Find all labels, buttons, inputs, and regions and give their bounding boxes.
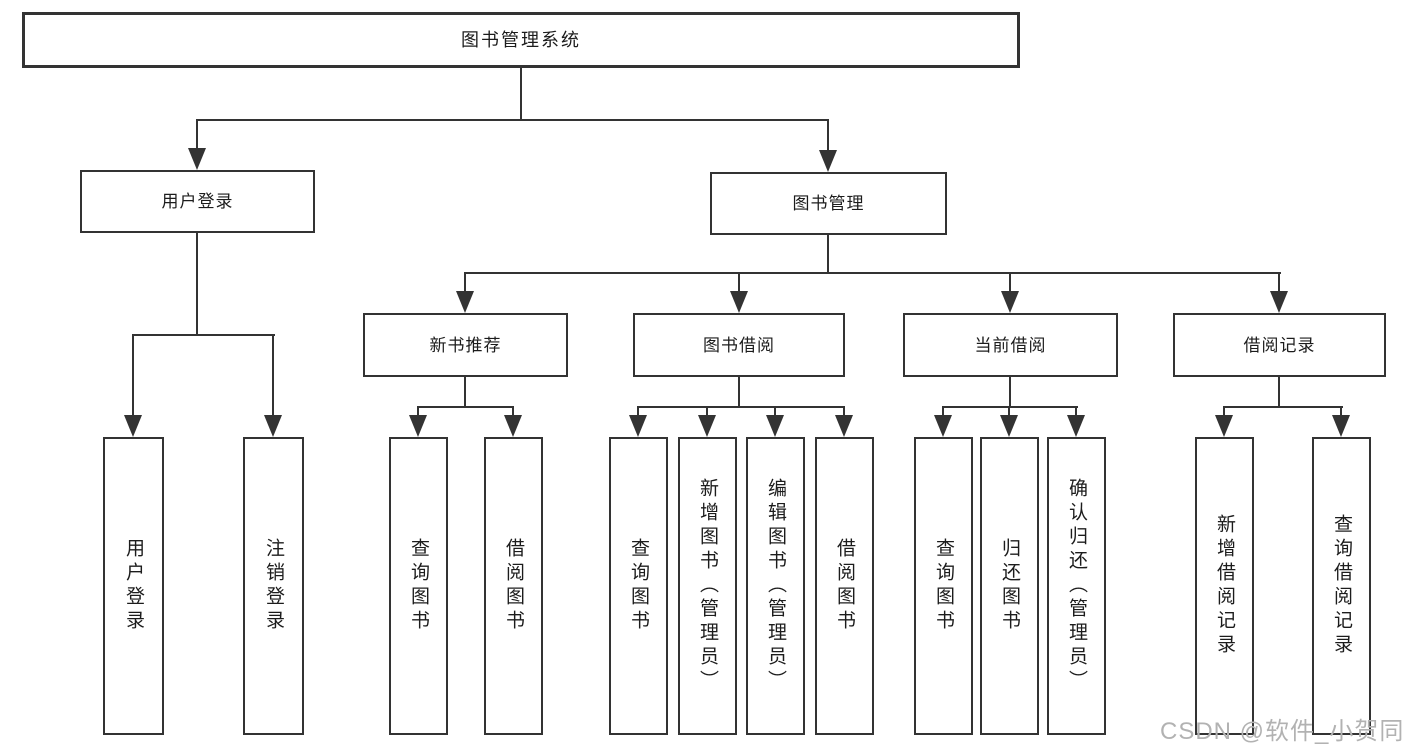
connector-drop-user-login [196, 119, 198, 152]
node-book-mgmt-group: 图书管理 [710, 172, 947, 235]
node-leaf-cb-query: 查询图书 [914, 437, 973, 735]
node-leaf-bb-borrow: 借阅图书 [815, 437, 874, 735]
connector-drop-bb-query [637, 406, 639, 419]
arrowhead-bb-query [629, 415, 647, 437]
connector-level2-bar [196, 119, 829, 121]
arrowhead-current-borrow [1001, 291, 1019, 313]
arrowhead-book-mgmt [819, 150, 837, 172]
arrowhead-leaf-login [124, 415, 142, 437]
connector-drop-new-book [464, 272, 466, 293]
connector-borrow-records-trunk [1278, 375, 1280, 408]
connector-drop-br-query [1340, 406, 1342, 419]
connector-drop-cb-confirm [1075, 406, 1077, 419]
connector-drop-bb-borrow [843, 406, 845, 419]
node-book-borrow-group: 图书借阅 [633, 313, 845, 377]
arrowhead-nb-borrow [504, 415, 522, 437]
connector-borrow-records-bar [1223, 406, 1343, 408]
connector-drop-bb-add [706, 406, 708, 419]
connector-book-mgmt-trunk [827, 233, 829, 274]
arrowhead-book-borrow [730, 291, 748, 313]
node-leaf-br-query: 查询借阅记录 [1312, 437, 1371, 735]
connector-drop-br-add [1223, 406, 1225, 419]
node-leaf-bb-add: 新增图书（管理员） [678, 437, 737, 735]
node-leaf-nb-borrow: 借阅图书 [484, 437, 543, 735]
arrowhead-br-add [1215, 415, 1233, 437]
arrowhead-nb-query [409, 415, 427, 437]
connector-drop-book-borrow [738, 272, 740, 293]
node-current-borrow-group: 当前借阅 [903, 313, 1118, 377]
node-leaf-logout: 注销登录 [243, 437, 304, 735]
node-leaf-bb-query: 查询图书 [609, 437, 668, 735]
arrowhead-borrow-records [1270, 291, 1288, 313]
connector-drop-book-mgmt [827, 119, 829, 152]
connector-drop-leaf-login [132, 334, 134, 419]
arrowhead-new-book [456, 291, 474, 313]
node-leaf-user-login: 用户登录 [103, 437, 164, 735]
connector-root-trunk [520, 66, 522, 121]
connector-current-borrow-bar [942, 406, 1078, 408]
node-root: 图书管理系统 [22, 12, 1020, 68]
arrowhead-cb-confirm [1067, 415, 1085, 437]
node-leaf-cb-confirm: 确认归还（管理员） [1047, 437, 1106, 735]
node-leaf-nb-query: 查询图书 [389, 437, 448, 735]
connector-drop-cb-query [942, 406, 944, 419]
arrowhead-bb-borrow [835, 415, 853, 437]
node-leaf-br-add: 新增借阅记录 [1195, 437, 1254, 735]
connector-groups-bar [464, 272, 1281, 274]
connector-drop-bb-edit [774, 406, 776, 419]
connector-new-book-trunk [464, 375, 466, 408]
connector-user-login-trunk [196, 231, 198, 336]
arrowhead-cb-return [1000, 415, 1018, 437]
connector-book-borrow-bar [637, 406, 845, 408]
connector-current-borrow-trunk [1009, 375, 1011, 408]
csdn-watermark: CSDN @软件_小贺同学 [1160, 718, 1405, 745]
connector-user-login-bar [132, 334, 275, 336]
arrowhead-user-login [188, 148, 206, 170]
connector-drop-leaf-logout [272, 334, 274, 419]
node-new-book-group: 新书推荐 [363, 313, 568, 377]
connector-drop-nb-borrow [512, 406, 514, 419]
node-leaf-cb-return: 归还图书 [980, 437, 1039, 735]
arrowhead-bb-edit [766, 415, 784, 437]
arrowhead-cb-query [934, 415, 952, 437]
connector-drop-nb-query [417, 406, 419, 419]
node-leaf-bb-edit: 编辑图书（管理员） [746, 437, 805, 735]
connector-drop-borrow-records [1278, 272, 1280, 293]
connector-drop-current-borrow [1009, 272, 1011, 293]
arrowhead-bb-add [698, 415, 716, 437]
node-borrow-records-group: 借阅记录 [1173, 313, 1386, 377]
arrowhead-br-query [1332, 415, 1350, 437]
arrowhead-leaf-logout [264, 415, 282, 437]
connector-book-borrow-trunk [738, 375, 740, 408]
connector-drop-cb-return [1008, 406, 1010, 419]
connector-new-book-bar [417, 406, 514, 408]
node-user-login-group: 用户登录 [80, 170, 315, 233]
